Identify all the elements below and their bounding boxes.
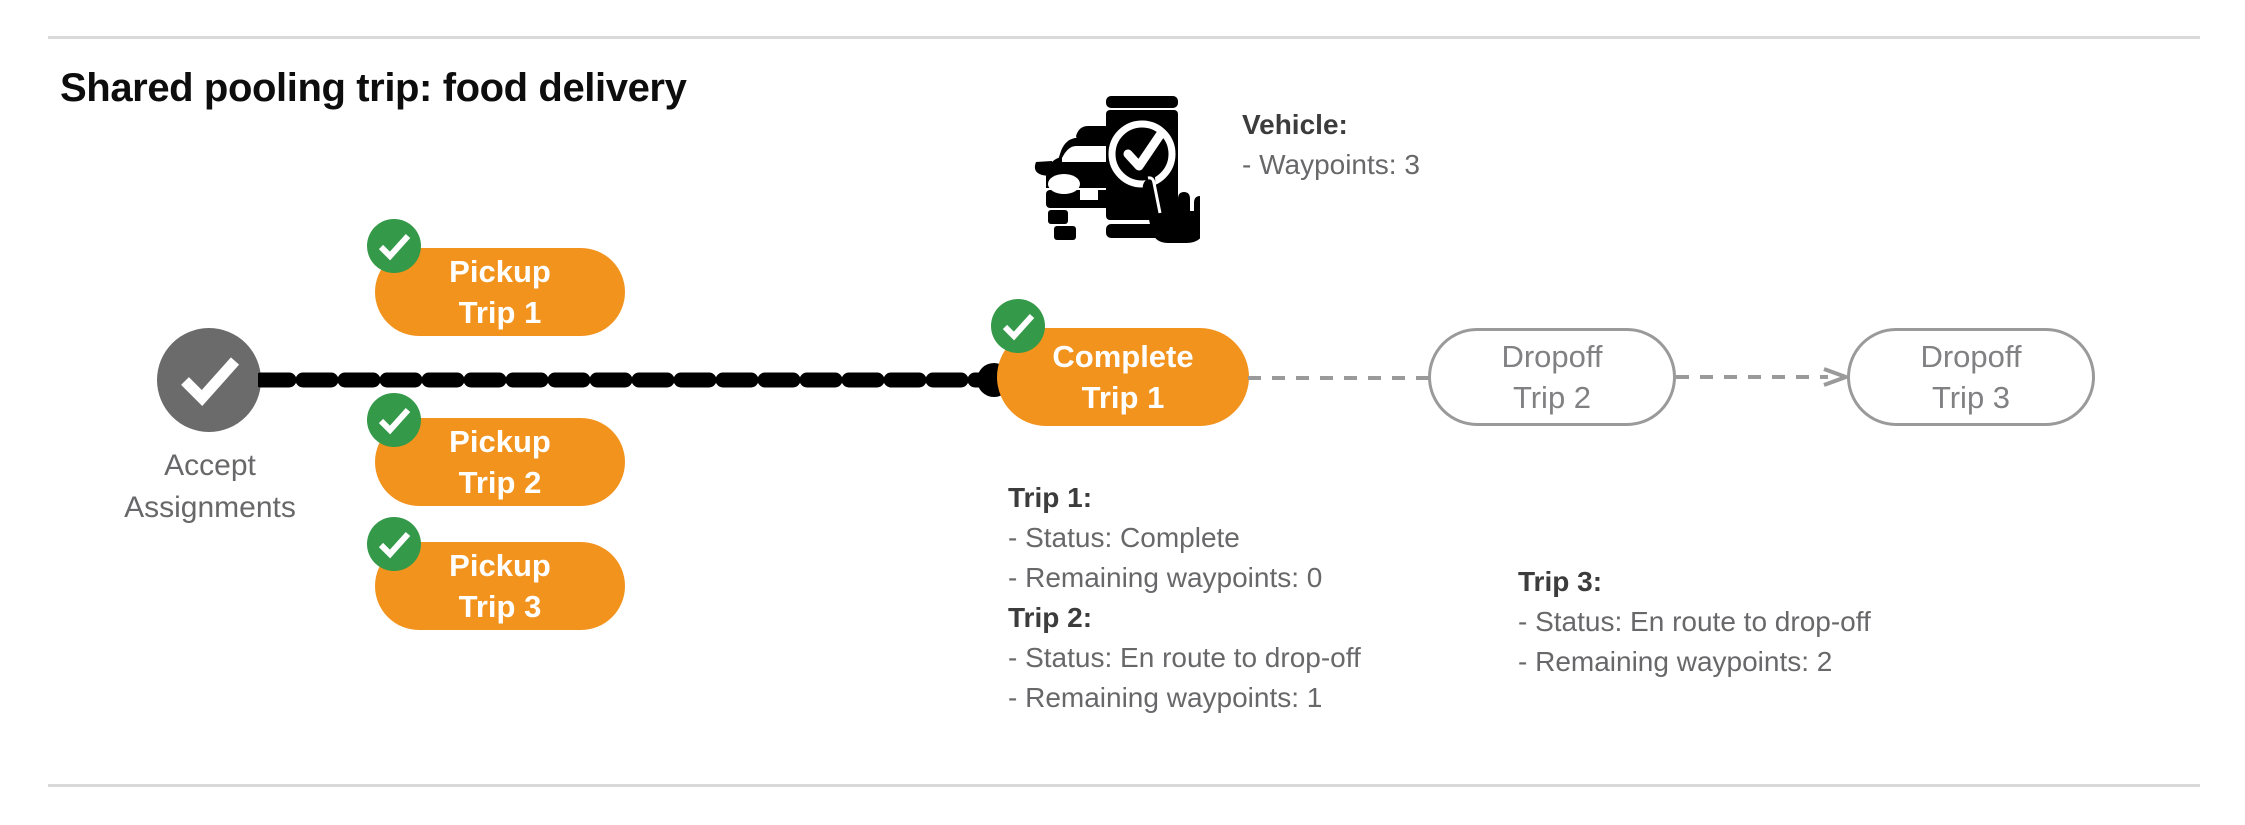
trip-1-remaining: - Remaining waypoints: 0 — [1008, 562, 1323, 593]
trip-3-status: - Status: En route to drop-off — [1518, 606, 1871, 637]
check-badge-icon — [378, 407, 411, 435]
vehicle-waypoints: - Waypoints: 3 — [1242, 149, 1420, 180]
accept-label-line1: Accept — [164, 449, 256, 482]
trip-1-status: - Status: Complete — [1008, 522, 1240, 553]
dropoff-trip-2-line1: Dropoff — [1501, 339, 1603, 374]
dropoff-trip-2-node[interactable]: Dropoff Trip 2 — [1428, 328, 1676, 426]
thick-dashed-connector — [253, 372, 1006, 388]
check-circle-icon — [181, 357, 240, 407]
pickup-trip-1-check-badge — [367, 219, 421, 273]
pickup-trip-3-line1: Pickup — [449, 548, 551, 583]
pickup-trip-1-node[interactable]: Pickup Trip 1 — [375, 248, 625, 336]
trip-3-remaining: - Remaining waypoints: 2 — [1518, 646, 1833, 677]
vehicle-heading: Vehicle: — [1242, 109, 1348, 140]
trip-3-heading: Trip 3: — [1518, 566, 1603, 597]
check-badge-icon — [378, 531, 411, 559]
accept-assignments-label: Accept Assignments — [60, 445, 360, 529]
accept-assignments-node[interactable] — [157, 328, 261, 432]
pickup-trip-2-line2: Trip 2 — [458, 465, 542, 500]
trip-3-info-block: Trip 3: - Status: En route to drop-off -… — [1518, 562, 1871, 682]
top-divider — [48, 36, 2200, 39]
pickup-trip-1-line1: Pickup — [449, 254, 551, 289]
complete-trip-1-check-badge — [991, 299, 1045, 353]
accept-label-line2: Assignments — [124, 491, 296, 524]
bottom-divider — [48, 784, 2200, 787]
trip-2-heading: Trip 2: — [1008, 602, 1093, 633]
complete-trip-1-line2: Trip 1 — [1081, 380, 1165, 415]
dashed-arrow-dropoff2-to-dropoff3 — [1676, 367, 1852, 387]
pickup-trip-2-node[interactable]: Pickup Trip 2 — [375, 418, 625, 506]
vehicle-phone-check-icon — [1032, 88, 1200, 248]
dropoff-trip-3-node[interactable]: Dropoff Trip 3 — [1847, 328, 2095, 426]
dropoff-trip-3-line2: Trip 3 — [1931, 380, 2011, 415]
trip-2-status: - Status: En route to drop-off — [1008, 642, 1361, 673]
trip-1-2-info-block: Trip 1: - Status: Complete - Remaining w… — [1008, 478, 1361, 718]
vehicle-info-block: Vehicle: - Waypoints: 3 — [1242, 105, 1420, 185]
pickup-trip-3-check-badge — [367, 517, 421, 571]
complete-trip-1-node[interactable]: Complete Trip 1 — [997, 328, 1249, 426]
complete-trip-1-line1: Complete — [1052, 339, 1194, 374]
dropoff-trip-3-line1: Dropoff — [1920, 339, 2022, 374]
trip-1-heading: Trip 1: — [1008, 482, 1093, 513]
trip-2-remaining: - Remaining waypoints: 1 — [1008, 682, 1323, 713]
page-title: Shared pooling trip: food delivery — [60, 66, 687, 110]
dashed-connector-complete-to-dropoff2 — [1248, 371, 1430, 383]
pickup-trip-3-line2: Trip 3 — [458, 589, 542, 624]
pickup-trip-2-check-badge — [367, 393, 421, 447]
pickup-trip-1-line2: Trip 1 — [458, 295, 542, 330]
pickup-trip-2-line1: Pickup — [449, 424, 551, 459]
check-badge-icon — [1002, 313, 1035, 341]
dropoff-trip-2-line2: Trip 2 — [1512, 380, 1592, 415]
check-badge-icon — [378, 233, 411, 261]
